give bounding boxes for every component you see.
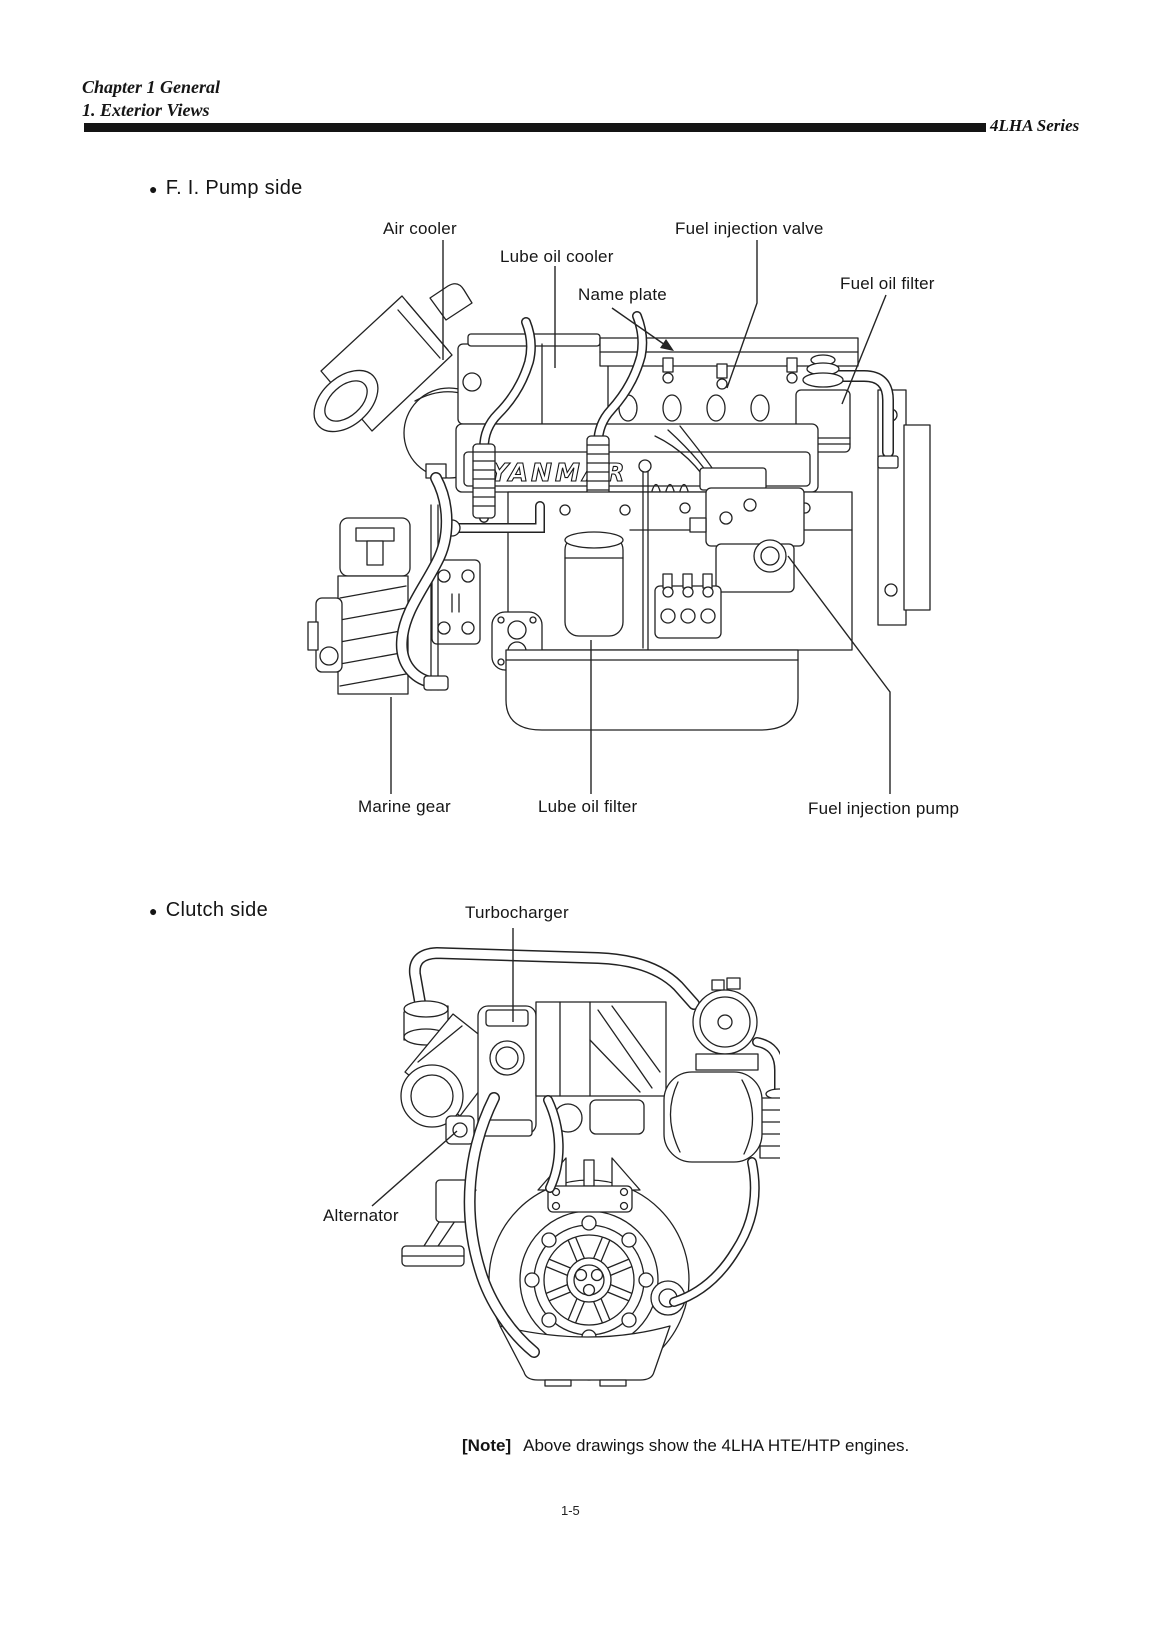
section-heading-text: F. I. Pump side bbox=[165, 177, 303, 199]
fuel-injection-pump-part bbox=[654, 425, 805, 593]
cooling-hose bbox=[395, 463, 453, 691]
header-section-title: 1. Exterior Views bbox=[82, 100, 210, 120]
engine-front-housing bbox=[535, 1001, 667, 1135]
leader-lines bbox=[390, 240, 891, 794]
label-fuel-injection-pump: Fuel injection pump bbox=[808, 799, 960, 818]
bullet-icon: ● bbox=[149, 180, 158, 197]
round-pump-unit bbox=[692, 977, 759, 1071]
label-fuel-injection-valve: Fuel injection valve bbox=[675, 219, 824, 238]
oil-pan bbox=[505, 649, 799, 731]
page-number: 1-5 bbox=[561, 1503, 580, 1518]
alternator-part bbox=[445, 1115, 475, 1145]
oil-pan-front bbox=[499, 1325, 671, 1387]
note: [Note] Above drawings show the 4LHA HTE/H… bbox=[462, 1436, 909, 1456]
engine-mount-bracket bbox=[431, 559, 481, 645]
note-tag: [Note] bbox=[462, 1436, 512, 1455]
leader-fuel-injection-valve bbox=[726, 240, 758, 389]
bullet-icon: ● bbox=[149, 902, 158, 919]
label-lube-oil-filter: Lube oil filter bbox=[538, 797, 638, 816]
header-chapter: Chapter 1 General bbox=[82, 77, 221, 97]
left-mount-foot bbox=[401, 1175, 477, 1267]
breather-hoses bbox=[472, 311, 648, 523]
flywheel-housing bbox=[430, 504, 439, 691]
clutch-side-diagram bbox=[371, 928, 780, 1387]
label-alternator: Alternator bbox=[323, 1206, 399, 1225]
label-turbocharger: Turbocharger bbox=[465, 903, 569, 922]
label-fuel-oil-filter: Fuel oil filter bbox=[840, 274, 935, 293]
flywheel bbox=[519, 1210, 659, 1350]
label-air-cooler: Air cooler bbox=[383, 219, 457, 238]
label-marine-gear: Marine gear bbox=[358, 797, 451, 816]
header-rule bbox=[84, 123, 986, 132]
leader-fuel-oil-filter bbox=[841, 294, 887, 405]
exhaust-elbow bbox=[752, 1037, 780, 1159]
header-series-label: 4LHA Series bbox=[990, 116, 1080, 135]
label-name-plate: Name plate bbox=[578, 285, 667, 304]
front-hoses bbox=[463, 1092, 760, 1358]
section-heading-text: Clutch side bbox=[165, 899, 269, 921]
leader-fuel-injection-pump bbox=[787, 555, 891, 794]
leader-name-plate bbox=[611, 307, 674, 351]
section-heading-fi-pump-side: ● F. I. Pump side bbox=[149, 177, 303, 200]
section-heading-clutch-side: ● Clutch side bbox=[149, 899, 268, 922]
fi-pump-side-diagram: YANMAR bbox=[307, 240, 931, 794]
heat-exchanger bbox=[663, 1071, 763, 1163]
note-text: Above drawings show the 4LHA HTE/HTP eng… bbox=[523, 1436, 910, 1455]
lube-oil-filter-part bbox=[564, 531, 624, 637]
fuel-feed-pump bbox=[654, 573, 722, 639]
label-lube-oil-cooler: Lube oil cooler bbox=[500, 247, 614, 266]
exhaust-riser bbox=[832, 370, 931, 626]
exhaust-pipe bbox=[408, 946, 700, 1014]
intake-duct bbox=[313, 283, 473, 433]
leader-alternator bbox=[371, 1130, 458, 1207]
marine-gear-part bbox=[307, 517, 411, 695]
flywheel-spokes bbox=[546, 1237, 632, 1323]
leader-lines bbox=[371, 928, 514, 1207]
